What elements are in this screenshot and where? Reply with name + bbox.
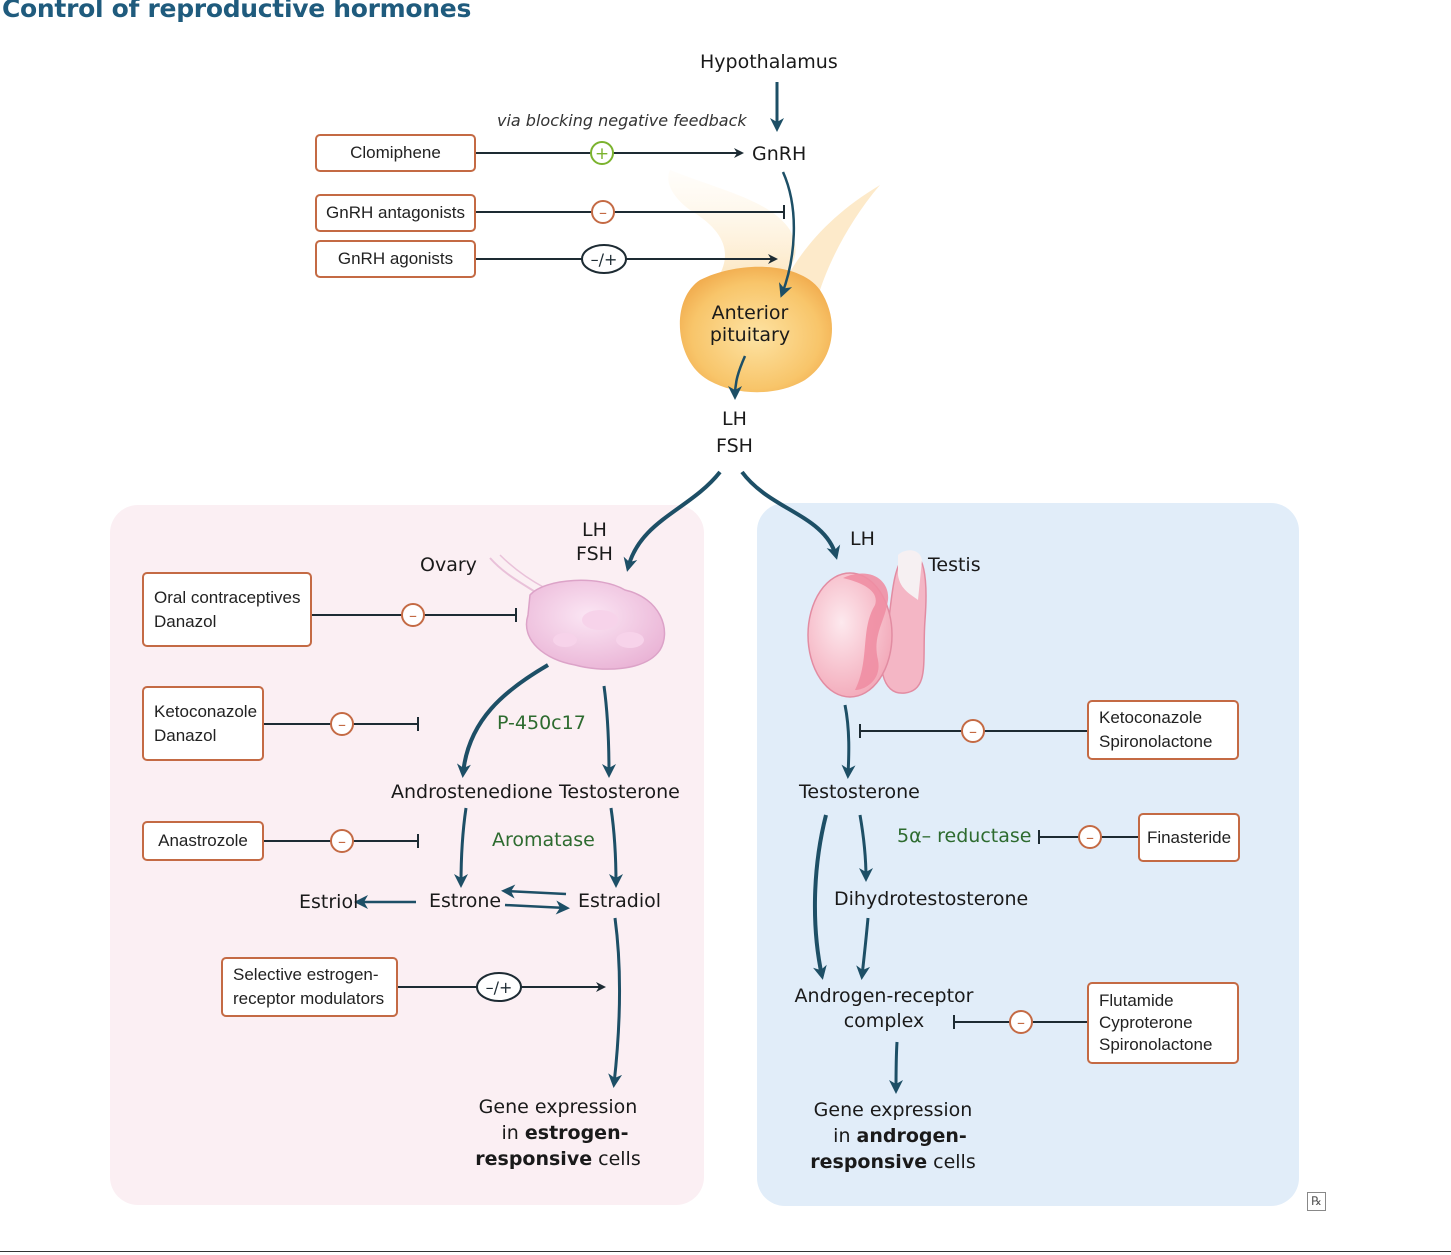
lh-label-top: LH [722, 408, 747, 430]
estrone-to-estradiol-arrow [504, 900, 570, 915]
oral-contraceptives-box: Oral contraceptives Danazol [142, 572, 312, 647]
testosterone-to-estradiol-arrow [608, 807, 623, 888]
finasteride-box: Finasteride [1138, 813, 1240, 862]
page-title: Control of reproductive hormones [2, 0, 472, 23]
estriol-label: Estriol [299, 891, 359, 913]
minus-symbol-finasteride: – [1078, 825, 1102, 849]
plus-symbol-clomiphene: + [590, 141, 614, 165]
androstenedione-label: Androstenedione [391, 781, 553, 803]
testis-illustration [807, 550, 927, 698]
testis-lh-label: LH [850, 528, 875, 550]
fsh-label-top: FSH [716, 435, 753, 457]
ketoconazole-spironolactone-box: Ketoconazole Spironolactone [1087, 700, 1239, 760]
lh-to-testis-arrow [740, 470, 841, 560]
minus-plus-symbol-gnrh-agonists: –/+ [581, 244, 627, 274]
androstenedione-to-estrone-arrow [454, 807, 469, 888]
svg-text:–: – [338, 715, 346, 734]
ovary-fsh-label: FSH [576, 543, 613, 565]
testis-label: Testis [928, 554, 981, 576]
testis-to-testosterone-arrow [841, 704, 856, 779]
anterior-pituitary-label: Anterior pituitary [709, 302, 791, 346]
flutamide-cyproterone-spironolactone-box: Flutamide Cyproterone Spironolactone [1087, 982, 1239, 1064]
svg-text:–: – [1086, 828, 1094, 847]
aromatase-label: Aromatase [492, 829, 595, 851]
minus-symbol-oral-contraceptives: – [401, 603, 425, 627]
svg-text:–/+: –/+ [591, 250, 618, 269]
gnrh-antagonists-box: GnRH antagonists [315, 194, 476, 232]
androgen-receptor-complex-label: Androgen-receptor complex [794, 985, 974, 1032]
5-alpha-reductase-label: 5α– reductase [897, 825, 1032, 847]
ovary-testosterone-label: Testosterone [559, 781, 680, 803]
minus-plus-symbol-serm: –/+ [476, 972, 522, 1002]
rx-logo: ℞ [1307, 1192, 1326, 1211]
clomiphene-box: Clomiphene [315, 134, 476, 172]
estrone-label: Estrone [429, 890, 502, 912]
hypothalamus-label: Hypothalamus [700, 51, 838, 73]
estradiol-label: Estradiol [578, 890, 662, 912]
estradiol-to-gene-arrow [608, 917, 623, 1088]
arc-to-gene-arrow [889, 1041, 904, 1094]
svg-text:–: – [1017, 1013, 1025, 1032]
negative-feedback-note: via blocking negative feedback [497, 111, 747, 130]
serm-box: Selective estrogen- receptor modulators [221, 957, 398, 1017]
svg-text:–: – [338, 832, 346, 851]
gnrh-to-pituitary-arrow [779, 171, 796, 298]
androgen-gene-expression-label: Gene expression in androgen- responsive … [810, 1099, 976, 1173]
minus-symbol-keto-spiro: – [961, 719, 985, 743]
ketoconazole-danazol-box: Ketoconazole Danazol [142, 686, 264, 761]
minus-symbol-anastrozole: – [330, 829, 354, 853]
pituitary-to-lh-arrow [728, 355, 747, 400]
ovary-to-testosterone-arrow [601, 685, 616, 778]
gnrh-agonists-box: GnRH agonists [315, 240, 476, 278]
ovary-lh-label: LH [582, 519, 607, 541]
ovary-to-androstenedione-arrow [456, 663, 550, 778]
testosterone-to-arc-arrow [812, 814, 828, 980]
svg-text:–: – [969, 722, 977, 741]
p450c17-label: P-450c17 [497, 712, 586, 734]
svg-text:–/+: –/+ [486, 978, 513, 997]
dht-to-arc-arrow [856, 917, 871, 980]
bottom-divider [0, 1251, 1451, 1252]
lh-fsh-to-ovary-arrow [623, 470, 722, 572]
estradiol-to-estrone-arrow [501, 884, 567, 899]
estrogen-gene-expression-label: Gene expression in estrogen- responsive … [475, 1096, 641, 1170]
anastrozole-box: Anastrozole [142, 821, 264, 861]
ovary-illustration [489, 554, 666, 670]
dihydrotestosterone-label: Dihydrotestosterone [834, 888, 1029, 910]
svg-text:–: – [409, 606, 417, 625]
svg-text:–: – [599, 203, 607, 222]
ovary-label: Ovary [420, 554, 477, 576]
minus-symbol-flutamide: – [1009, 1010, 1033, 1034]
minus-symbol-keto-danazol: – [330, 712, 354, 736]
minus-symbol-gnrh-antagonists: – [591, 200, 615, 224]
testis-testosterone-label: Testosterone [799, 781, 920, 803]
testosterone-to-dht-arrow [858, 814, 873, 882]
gnrh-label: GnRH [752, 143, 807, 165]
svg-text:+: + [595, 144, 609, 164]
anterior-pituitary-gland [679, 266, 832, 393]
